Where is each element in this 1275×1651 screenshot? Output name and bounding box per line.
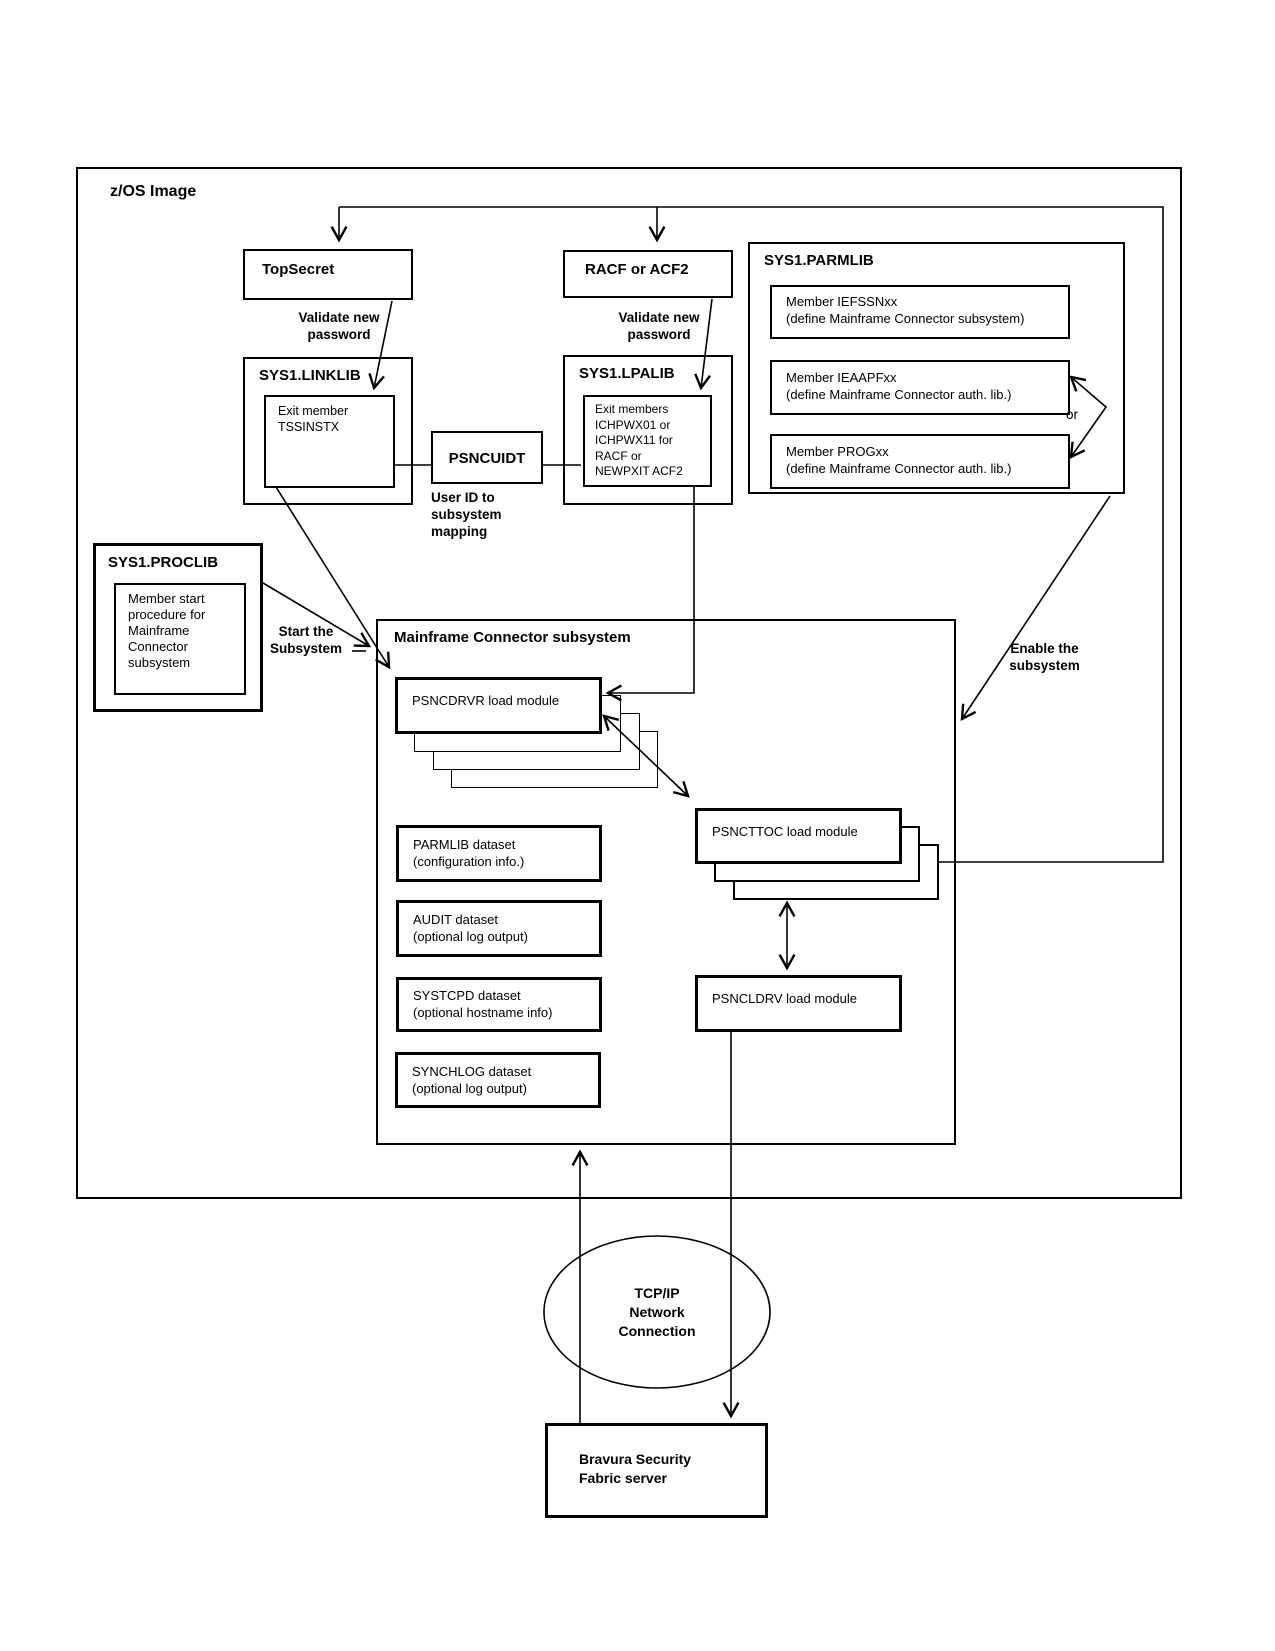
psncuidt-label: PSNCUIDT xyxy=(448,450,526,467)
userid-mapping-caption: User ID to subsystem mapping xyxy=(431,490,502,539)
psncttoc-box: PSNCTTOC load module xyxy=(695,808,902,864)
topsecret-box: TopSecret xyxy=(243,249,413,300)
psncdrvr-box: PSNCDRVR load module xyxy=(395,677,602,734)
parmlib-member-prog: Member PROGxx (define Mainframe Connecto… xyxy=(770,434,1070,489)
linklib-title: SYS1.LINKLIB xyxy=(259,367,361,384)
validate-password-label-right: Validate new password xyxy=(618,310,700,342)
parmlib-box: SYS1.PARMLIB Member IEFSSNxx (define Mai… xyxy=(748,242,1125,494)
bravura-server-label: Bravura Security Fabric server xyxy=(579,1451,692,1486)
mainframe-connector-subsystem-box: Mainframe Connector subsystem PSNCDRVR l… xyxy=(376,619,956,1145)
lpalib-box: SYS1.LPALIB Exit members ICHPWX01 or ICH… xyxy=(563,355,733,505)
synchlog-dataset-box: SYNCHLOG dataset (optional log output) xyxy=(395,1052,601,1108)
bravura-server-box: Bravura Security Fabric server xyxy=(545,1423,768,1518)
validate-password-label-left: Validate new password xyxy=(298,310,380,342)
systcpd-dataset-box: SYSTCPD dataset (optional hostname info) xyxy=(396,977,602,1032)
or-label: or xyxy=(1066,407,1079,422)
parmlib-title: SYS1.PARMLIB xyxy=(764,252,874,269)
proclib-title: SYS1.PROCLIB xyxy=(108,554,219,571)
zos-image-frame xyxy=(76,167,1182,1199)
lpalib-exit-members-box: Exit members ICHPWX01 or ICHPWX11 for RA… xyxy=(583,395,712,487)
proclib-member-box: Member start procedure for Mainframe Con… xyxy=(114,583,246,695)
lpalib-title: SYS1.LPALIB xyxy=(579,365,675,382)
psncttoc-label: PSNCTTOC load module xyxy=(712,824,858,839)
racf-acf2-box: RACF or ACF2 xyxy=(563,250,733,298)
proclib-box: SYS1.PROCLIB Member start procedure for … xyxy=(93,543,263,712)
psncuidt-box: PSNCUIDT xyxy=(431,431,543,484)
psncldrv-label: PSNCLDRV load module xyxy=(712,991,857,1006)
linklib-exit-member-box: Exit member TSSINSTX xyxy=(264,395,395,488)
start-subsystem-label: Start the Subsystem xyxy=(269,624,343,656)
racf-acf2-label: RACF or ACF2 xyxy=(585,261,689,278)
enable-subsystem-label: Enable the subsystem xyxy=(1009,641,1080,673)
tcpip-network-label: TCP/IP Network Connection xyxy=(618,1285,696,1339)
psncdrvr-label: PSNCDRVR load module xyxy=(412,693,560,708)
audit-dataset-box: AUDIT dataset (optional log output) xyxy=(396,900,602,957)
topsecret-label: TopSecret xyxy=(262,261,335,278)
parmlib-member-ieaapf: Member IEAAPFxx (define Mainframe Connec… xyxy=(770,360,1070,415)
psncldrv-box: PSNCLDRV load module xyxy=(695,975,902,1032)
parmlib-dataset-box: PARMLIB dataset (configuration info.) xyxy=(396,825,602,882)
subsystem-title: Mainframe Connector subsystem xyxy=(394,629,631,646)
parmlib-member-iefssn: Member IEFSSNxx (define Mainframe Connec… xyxy=(770,285,1070,339)
linklib-box: SYS1.LINKLIB Exit member TSSINSTX xyxy=(243,357,413,505)
zos-image-title: z/OS Image xyxy=(110,183,197,200)
